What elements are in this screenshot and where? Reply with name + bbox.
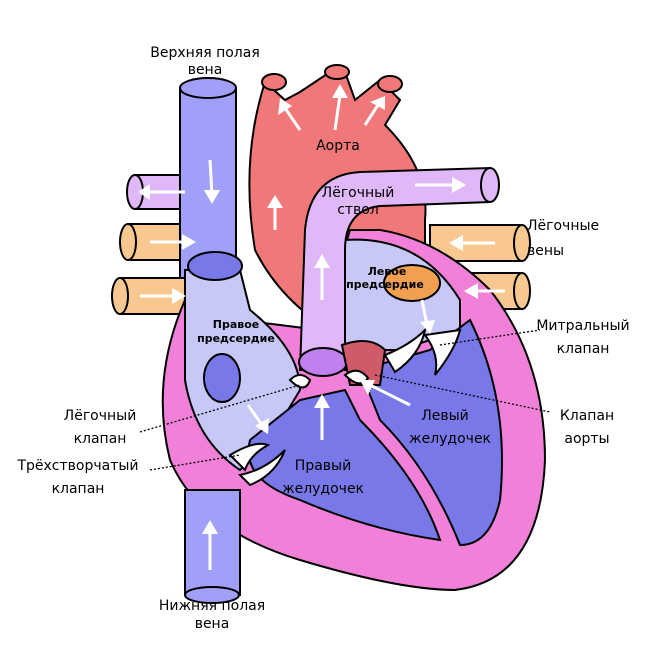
label-aorta: Аорта	[316, 138, 360, 154]
label-svc-2: вена	[188, 62, 223, 78]
label-right-ventricle-1: Правый	[295, 458, 351, 474]
label-right-ventricle-2: желудочек	[282, 481, 364, 497]
label-pulmonary-trunk-2: ствол	[337, 202, 379, 218]
label-aortic-valve-1: Клапан	[560, 408, 614, 424]
label-tricuspid-valve-1: Трёхстворчатый	[16, 458, 138, 474]
label-ivc-2: вена	[195, 616, 230, 632]
label-left-atrium-2: предсердие	[346, 278, 424, 291]
pulmonary-valve-shape	[298, 347, 348, 377]
valve-leaflets	[228, 326, 462, 487]
ivc-opening	[203, 353, 241, 403]
label-ivc-1: Нижняя полая	[159, 598, 265, 614]
svc-opening	[187, 251, 243, 281]
flow-arrows	[138, 84, 505, 570]
label-left-ventricle-1: Левый	[421, 408, 469, 424]
label-mitral-valve-1: Митральный	[536, 318, 629, 334]
label-left-atrium-1: Левое	[368, 265, 407, 278]
label-pulmonary-valve-1: Лёгочный	[64, 408, 137, 424]
label-pulmonary-trunk-1: Лёгочный	[322, 185, 395, 201]
label-right-atrium-1: Правое	[213, 318, 259, 331]
label-left-ventricle-2: желудочек	[409, 431, 491, 447]
label-svc-1: Верхняя полая	[150, 45, 260, 61]
label-right-atrium-2: предсердие	[197, 332, 275, 345]
label-pulmonary-valve-2: клапан	[74, 431, 127, 447]
right-ventricle	[247, 388, 442, 542]
label-aortic-valve-2: аорты	[564, 431, 609, 447]
label-tricuspid-valve-2: клапан	[52, 481, 105, 497]
label-pulmonary-veins-2: вены	[527, 243, 564, 259]
leader-lines	[139, 329, 551, 471]
label-mitral-valve-2: клапан	[557, 341, 610, 357]
superior-vena-cava	[179, 77, 237, 279]
label-pulmonary-veins-1: Лёгочные	[527, 218, 599, 234]
inferior-vena-cava	[184, 489, 241, 604]
left-ventricle	[358, 318, 503, 547]
pulmonary-vein-opening	[383, 264, 441, 302]
